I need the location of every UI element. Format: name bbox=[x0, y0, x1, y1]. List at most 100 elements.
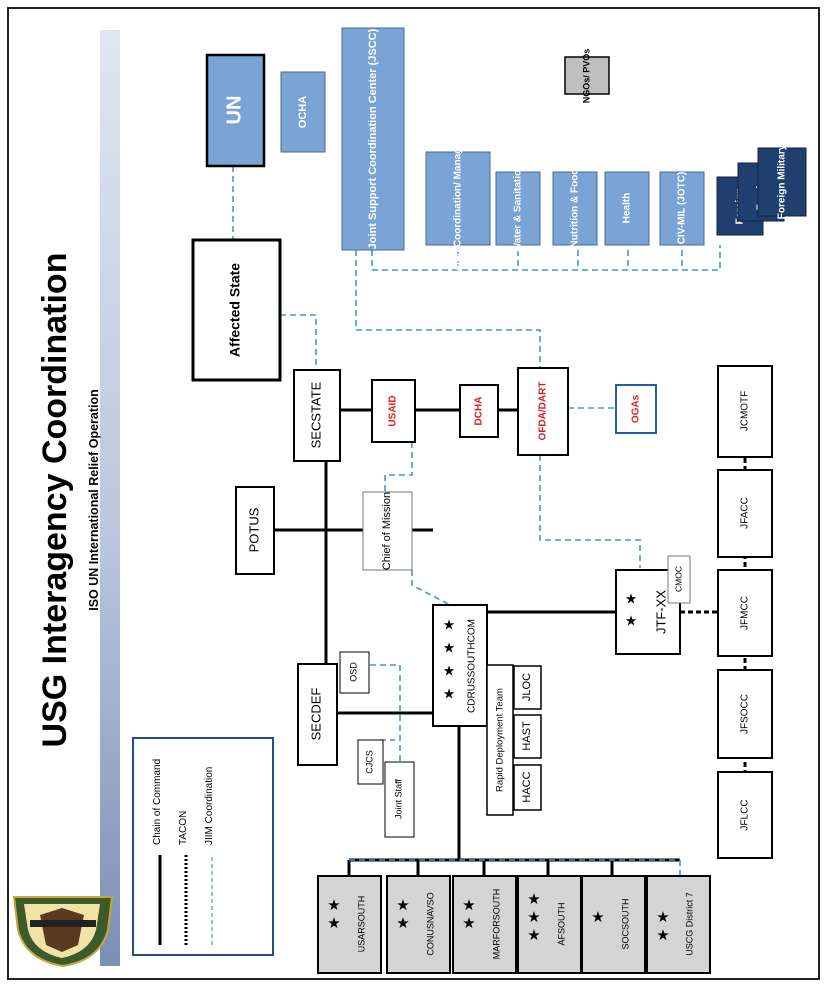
svg-text:★: ★ bbox=[443, 686, 456, 702]
rdt-group: Rapid Deployment Team JLOC HAST HACC bbox=[486, 664, 542, 816]
svg-text:★: ★ bbox=[396, 897, 409, 914]
cdr-stars: ★ ★ ★ ★ bbox=[443, 617, 456, 702]
usaid-label: USAID bbox=[388, 395, 399, 426]
ofda-box: OFDA/DART bbox=[517, 367, 569, 456]
svg-text:★: ★ bbox=[462, 915, 475, 932]
un-box: UN bbox=[205, 53, 266, 168]
camp-box: Camp Coordination/ Management bbox=[425, 118, 491, 278]
svg-text:★: ★ bbox=[656, 927, 669, 944]
title-accent-bar bbox=[100, 30, 120, 966]
osd-box: OSD bbox=[339, 651, 370, 694]
secdef-label: SECDEF bbox=[308, 688, 323, 741]
camp-label: Camp Coordination/ Management bbox=[453, 118, 464, 278]
afsouth-label: AFSOUTH bbox=[556, 902, 566, 945]
jfsocc-label: JFSOCC bbox=[740, 694, 751, 734]
jscc-box: Joint Support Coordination Center (JSCC) bbox=[341, 27, 405, 251]
joint-staff-label: Joint Staff bbox=[393, 779, 403, 819]
usaid-box: USAID bbox=[371, 379, 416, 443]
socsouth-label: SOCSOUTH bbox=[620, 898, 630, 949]
jfsocc-box: JFSOCC bbox=[717, 669, 773, 759]
dcha-box: DCHA bbox=[459, 384, 499, 438]
cmoc-box: CMOC bbox=[667, 555, 691, 604]
usarsouth-box: ★ ★ USARSOUTH bbox=[317, 875, 382, 974]
svg-text:★: ★ bbox=[443, 617, 456, 633]
civmil-box: CIV-MIL (JOTC) bbox=[659, 171, 705, 246]
jcmotf-label: JCMOTF bbox=[740, 391, 751, 432]
afsouth-box: ★ ★ ★ AFSOUTH bbox=[517, 875, 582, 974]
cjcs-label: CJCS bbox=[364, 750, 374, 774]
jloc-label: JLOC bbox=[521, 673, 533, 701]
page-title: USG Interagency Coordination bbox=[36, 253, 74, 748]
page-subtitle: ISO UN International Relief Operation bbox=[87, 389, 101, 611]
legend: Chain of Command TACON JIIM Coordination bbox=[132, 737, 274, 956]
cdr-label: CDRUSSOUTHCOM bbox=[467, 619, 478, 713]
svg-text:★: ★ bbox=[462, 897, 475, 914]
svg-text:★: ★ bbox=[527, 909, 540, 926]
svg-text:★: ★ bbox=[656, 909, 669, 926]
legend-chain-of-command: Chain of Command bbox=[152, 759, 163, 845]
secstate-label: SECSTATE bbox=[308, 381, 323, 448]
conusnavso-label: CONUSNAVSO bbox=[425, 892, 435, 955]
nutrition-label: Nutrition & Food bbox=[570, 169, 581, 248]
joint-staff-box: Joint Staff bbox=[384, 761, 415, 838]
jfacc-box: JFACC bbox=[717, 469, 773, 558]
conusnavso-box: ★ ★ CONUSNAVSO bbox=[386, 875, 451, 974]
uscg-label: USCG District 7 bbox=[684, 892, 694, 956]
hast-label: HAST bbox=[521, 721, 533, 751]
hacc-label: HACC bbox=[521, 771, 533, 802]
chief-of-mission-label: Chief of Mission bbox=[381, 492, 393, 570]
marforsouth-box: ★ ★ MARFORSOUTH bbox=[452, 875, 517, 974]
chief-of-mission-box: Chief of Mission bbox=[362, 491, 413, 571]
svg-text:★: ★ bbox=[327, 915, 340, 932]
affected-state-label: Affected State bbox=[227, 263, 243, 357]
ocha-box: OCHA bbox=[280, 71, 326, 153]
svg-text:★: ★ bbox=[591, 909, 604, 926]
potus-label: POTUS bbox=[246, 507, 261, 552]
cmoc-label: CMOC bbox=[673, 566, 683, 592]
ofda-label: OFDA/DART bbox=[538, 382, 549, 441]
jfmcc-box: JFMCC bbox=[717, 569, 773, 657]
health-box: Health bbox=[604, 171, 650, 246]
svg-text:★: ★ bbox=[396, 915, 409, 932]
un-label: UN bbox=[223, 96, 245, 125]
svg-text:★: ★ bbox=[625, 613, 638, 629]
potus-box: POTUS bbox=[235, 486, 275, 575]
health-label: Health bbox=[622, 193, 633, 224]
ogas-box: OGAs bbox=[615, 384, 657, 434]
legend-jiim: JIIM Coordination bbox=[204, 767, 215, 845]
foreign-stack: Foreign Foreign Foreign Military bbox=[716, 144, 807, 236]
svg-text:★: ★ bbox=[527, 927, 540, 944]
socsouth-box: ★ SOCSOUTH bbox=[581, 875, 646, 974]
ngos-label: NGOs/ PVOs bbox=[581, 49, 591, 104]
svg-text:★: ★ bbox=[443, 663, 456, 679]
osd-label: OSD bbox=[348, 662, 358, 682]
rdt-label: Rapid Deployment Team bbox=[495, 688, 506, 792]
secdef-box: SECDEF bbox=[297, 663, 338, 766]
nutrition-box: Nutrition & Food bbox=[552, 169, 598, 248]
dcha-label: DCHA bbox=[474, 397, 485, 426]
marforsouth-label: MARFORSOUTH bbox=[491, 889, 501, 960]
ogas-label: OGAs bbox=[631, 394, 642, 423]
ngos-box: NGOs/ PVOs bbox=[564, 49, 610, 104]
usarsouth-label: USARSOUTH bbox=[356, 896, 366, 953]
water-label: Water & Sanitation bbox=[513, 164, 524, 253]
svg-text:★: ★ bbox=[527, 891, 540, 908]
ocha-label: OCHA bbox=[297, 96, 309, 128]
jflcc-label: JFLCC bbox=[740, 799, 751, 830]
svg-text:★: ★ bbox=[443, 640, 456, 656]
jfacc-label: JFACC bbox=[740, 497, 751, 529]
jscc-label: Joint Support Coordination Center (JSCC) bbox=[367, 28, 379, 249]
civmil-label: CIV-MIL (JOTC) bbox=[677, 172, 688, 245]
cdr-box: ★ ★ ★ ★ CDRUSSOUTHCOM bbox=[432, 604, 488, 727]
legend-tacon: TACON bbox=[178, 811, 189, 845]
jfmcc-label: JFMCC bbox=[740, 596, 751, 630]
water-box: Water & Sanitation bbox=[495, 164, 541, 253]
secstate-box: SECSTATE bbox=[293, 369, 341, 462]
command-emblem bbox=[12, 896, 114, 968]
uscg-box: ★ ★ USCG District 7 bbox=[646, 875, 711, 974]
jtf-label: JTF-XX bbox=[653, 590, 668, 634]
legend-box bbox=[132, 737, 274, 956]
affected-state-box: Affected State bbox=[191, 238, 282, 382]
svg-text:★: ★ bbox=[625, 591, 638, 607]
